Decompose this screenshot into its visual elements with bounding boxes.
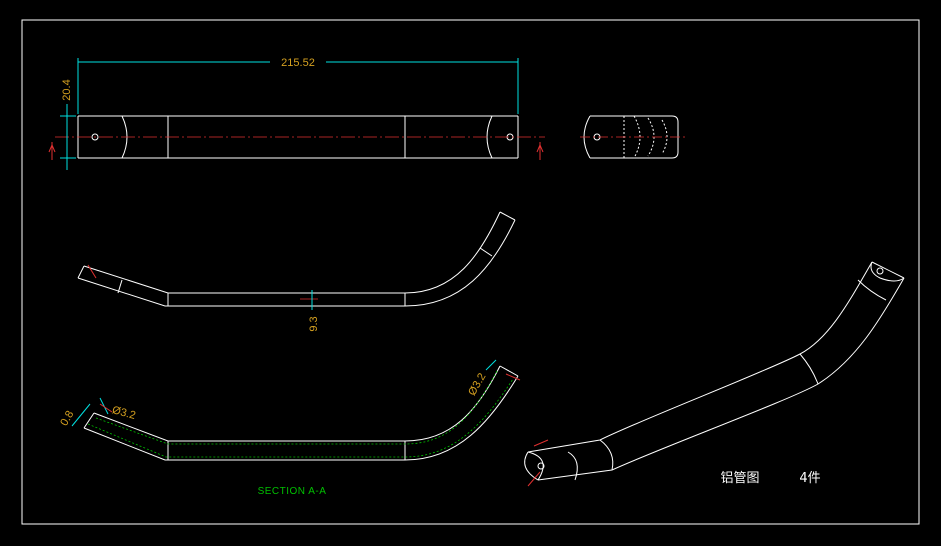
section-hole-marks: [99, 373, 521, 413]
dim-overall-length: 215.52: [281, 57, 315, 69]
dim-hole-right: Ø3.2: [466, 371, 488, 398]
drawing-frame: [21, 19, 920, 525]
part-name: 铝管图: [720, 471, 759, 486]
dim-hole-left: Ø3.2: [111, 404, 137, 422]
section-dims: [71, 359, 497, 427]
section-view: [83, 365, 519, 461]
dim-diameter: 20.4: [61, 79, 73, 100]
dim-diameter-lines: [60, 104, 76, 170]
isometric-center-marks: [527, 439, 549, 487]
section-wall-inner: [87, 370, 514, 458]
section-markers: [48, 142, 544, 160]
dim-overall-length-lines: [77, 58, 519, 114]
section-label: SECTION A-A: [258, 486, 327, 497]
dim-wall-thickness: 0.8: [58, 409, 76, 428]
part-quantity: 4件: [799, 471, 820, 486]
dim-bend-height: 9.3: [308, 316, 320, 331]
isometric-view: [524, 261, 905, 481]
front-view: [77, 211, 516, 307]
front-view-end-mark: [87, 264, 97, 279]
